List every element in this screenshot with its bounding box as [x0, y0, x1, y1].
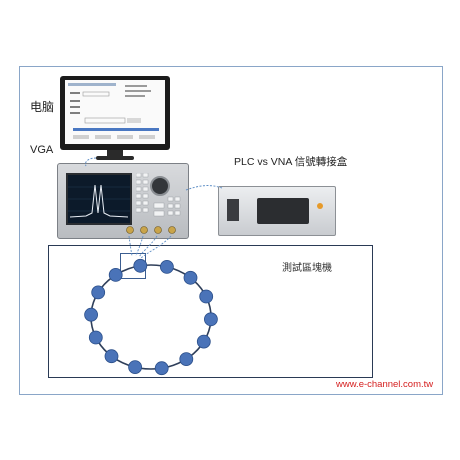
vga-label: VGA: [30, 144, 54, 156]
ring-nodes: [84, 258, 218, 376]
circle-node-icon: [179, 352, 194, 367]
monitor-ui-sketch: [68, 83, 159, 139]
plc-cable: [185, 185, 223, 191]
circle-node-icon: [128, 360, 143, 375]
network-analyzer-icon: [57, 163, 189, 239]
circle-node-icon: [84, 307, 98, 322]
dut-area-box: [48, 245, 373, 378]
computer-monitor-icon: [60, 76, 170, 160]
analyzer-knob: [150, 176, 170, 196]
analyzer-ports: [126, 226, 176, 234]
vga-cable: [85, 157, 97, 167]
port-cable-3: [138, 235, 158, 258]
circle-node-icon: [203, 312, 218, 327]
circle-node-icon: [199, 289, 214, 304]
plc-side-panel: [227, 199, 239, 221]
port-cable-4: [140, 235, 172, 259]
circle-node-icon: [183, 270, 198, 285]
circle-node-icon: [104, 349, 119, 364]
plc-module-label: PLC vs VNA 信號轉接盒: [234, 156, 348, 168]
circle-node-icon: [159, 259, 174, 274]
dut-area-label: 測試區塊機: [282, 263, 332, 274]
monitor-stand: [107, 150, 123, 156]
circle-node-icon: [108, 267, 123, 282]
analyzer-keypad: [136, 173, 181, 217]
plc-adapter-box-icon: [218, 186, 336, 236]
analyzer-display: [66, 173, 132, 225]
monitor-base: [96, 156, 134, 160]
circle-node-icon: [91, 285, 106, 300]
monitor-screen: [65, 80, 165, 144]
analyzer-trace: [68, 184, 130, 218]
diagram-frame: [19, 66, 443, 395]
circle-node-icon: [88, 330, 103, 345]
computer-label: 电脑: [30, 100, 55, 114]
plc-front-slot: [257, 198, 309, 224]
port-cable-2: [135, 235, 144, 257]
website-url: www.e-channel.com.tw: [336, 379, 434, 390]
circle-node-icon: [196, 334, 211, 349]
circle-node-icon: [133, 258, 148, 273]
port-cable-1: [128, 235, 133, 257]
plc-led: [317, 203, 323, 209]
circle-node-icon: [154, 361, 169, 376]
